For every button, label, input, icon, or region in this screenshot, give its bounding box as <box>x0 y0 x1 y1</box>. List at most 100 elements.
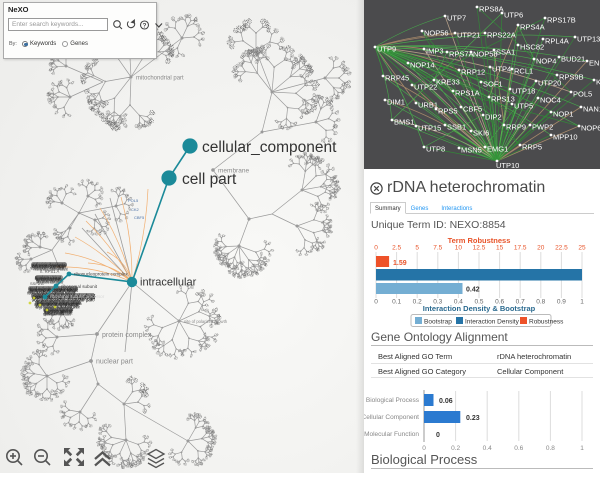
svg-text:90S preribosome nucleolar part: 90S preribosome nucleolar part <box>32 297 95 302</box>
svg-text:mitochondrial ribosomal subuni: mitochondrial ribosomal subunit <box>34 266 68 271</box>
svg-text:UTP10: UTP10 <box>496 161 519 169</box>
svg-text:0.3: 0.3 <box>433 299 442 306</box>
svg-text:0: 0 <box>422 445 426 452</box>
svg-text:RPS13: RPS13 <box>491 95 515 104</box>
svg-text:17.5: 17.5 <box>514 245 527 252</box>
svg-text:ribonucleoprotein complex subu: ribonucleoprotein complex subunit <box>27 290 76 295</box>
svg-text:0.4: 0.4 <box>483 445 492 452</box>
svg-text:RRP9: RRP9 <box>506 123 526 132</box>
svg-text:ribonucleoprotein complex subu: ribonucleoprotein complex subunit <box>36 278 62 283</box>
svg-text:cell part: cell part <box>182 171 237 188</box>
svg-text:1: 1 <box>580 445 584 452</box>
svg-text:NOP56: NOP56 <box>424 29 449 38</box>
svg-text:0.6: 0.6 <box>514 445 523 452</box>
svg-text:0.2: 0.2 <box>451 445 460 452</box>
svg-text:CK2: CK2 <box>131 207 140 212</box>
svg-text:UTP15: UTP15 <box>418 124 441 133</box>
svg-text:RPS1A: RPS1A <box>455 89 480 98</box>
svg-text:NOC4: NOC4 <box>540 96 561 105</box>
svg-text:intracellular: intracellular <box>140 277 197 289</box>
svg-text:0.8: 0.8 <box>546 445 555 452</box>
svg-text:URB1: URB1 <box>418 101 438 110</box>
svg-text:RPS7A: RPS7A <box>449 50 474 59</box>
svg-text:EMG1: EMG1 <box>487 145 508 154</box>
svg-text:RPS4A: RPS4A <box>520 23 545 32</box>
svg-text:10: 10 <box>455 245 463 252</box>
svg-text:CBF5: CBF5 <box>463 105 482 114</box>
svg-text:protein complex: protein complex <box>102 332 152 339</box>
svg-text:ribonucleoprotein complex subu: ribonucleoprotein complex subunit <box>43 311 71 316</box>
svg-text:UTP4: UTP4 <box>492 65 511 74</box>
svg-text:Interaction Density: Interaction Density <box>465 319 520 326</box>
svg-text:UTP22: UTP22 <box>414 83 437 92</box>
svg-text:0.7: 0.7 <box>516 299 525 306</box>
svg-text:ribonucleoprotein complex subu: ribonucleoprotein complex subunit <box>44 310 72 315</box>
svg-text:small nucleolar ribonucleoprot: small nucleolar ribonucleoprotein <box>32 263 66 268</box>
svg-text:90S preribosome nucleolar part: 90S preribosome nucleolar part <box>35 275 61 280</box>
svg-text:Cellular Component: Cellular Component <box>364 414 419 421</box>
svg-text:RRP12: RRP12 <box>461 68 485 77</box>
svg-text:NOP58: NOP58 <box>473 50 498 59</box>
svg-text:small nucleolar ribonucleoprot: small nucleolar ribonucleoprotein <box>35 276 61 281</box>
svg-text:POL5: POL5 <box>573 90 592 99</box>
svg-text:preribosome large subunit prec: preribosome large subunit precursor <box>32 294 95 299</box>
svg-text:site of polarized growth: site of polarized growth <box>184 319 228 324</box>
svg-text:0.1: 0.1 <box>392 299 401 306</box>
svg-text:large ribosomal subunit precur: large ribosomal subunit precursor <box>45 307 73 312</box>
svg-text:POL5: POL5 <box>128 198 139 203</box>
svg-text:UTP13: UTP13 <box>577 35 600 44</box>
svg-text:?: ? <box>143 23 147 30</box>
svg-text:UTP5: UTP5 <box>514 102 533 111</box>
svg-text:SSF2 A: SSF2 A <box>30 281 44 286</box>
svg-text:BMS1: BMS1 <box>394 118 414 127</box>
svg-text:large ribosomal subunit precur: large ribosomal subunit precursor <box>34 295 97 300</box>
svg-text:RPS22A: RPS22A <box>487 31 516 40</box>
svg-text:RPL4A: RPL4A <box>545 37 569 46</box>
svg-text:5: 5 <box>415 245 419 252</box>
svg-text:ribonucleoprotein complex subu: ribonucleoprotein complex subunit <box>30 265 64 270</box>
svg-text:membrane: membrane <box>218 168 249 175</box>
svg-text:RPS17B: RPS17B <box>547 16 576 25</box>
svg-text:ribosomal subunit precursor: ribosomal subunit precursor <box>50 294 105 299</box>
svg-text:NOP1: NOP1 <box>553 110 573 119</box>
svg-text:mitochondrial ribosomal subuni: mitochondrial ribosomal subunit <box>34 302 79 307</box>
svg-text:0.6: 0.6 <box>495 299 504 306</box>
svg-text:SSB1: SSB1 <box>447 123 466 132</box>
svg-text:0.23: 0.23 <box>466 415 480 422</box>
svg-text:SOF1: SOF1 <box>483 80 503 89</box>
svg-text:NAN1: NAN1 <box>583 105 600 114</box>
svg-text:NOP14: NOP14 <box>410 61 435 70</box>
svg-text:22.5: 22.5 <box>555 245 568 252</box>
svg-text:ribonucleoprotein complex subu: ribonucleoprotein complex subunit <box>32 264 66 269</box>
svg-text:0.4: 0.4 <box>454 299 463 306</box>
svg-text:RRP5: RRP5 <box>522 143 542 152</box>
svg-text:large ribosomal subunit precur: large ribosomal subunit precursor <box>37 279 63 284</box>
svg-text:UTP9: UTP9 <box>377 45 396 54</box>
svg-text:Biological Process: Biological Process <box>366 397 420 404</box>
svg-text:12.5: 12.5 <box>473 245 486 252</box>
svg-text:0.42: 0.42 <box>466 287 480 294</box>
svg-text:ribosomal subunit: ribosomal subunit <box>61 284 98 289</box>
svg-text:NOP4: NOP4 <box>536 57 556 66</box>
svg-text:RPS9B: RPS9B <box>559 73 584 82</box>
svg-text:n. RPS1 A: n. RPS1 A <box>40 269 60 274</box>
svg-text:UTP6: UTP6 <box>504 11 523 20</box>
svg-text:15: 15 <box>496 245 504 252</box>
svg-text:Interaction Density & Bootstra: Interaction Density & Bootstrap <box>423 304 536 313</box>
svg-text:large ribosomal subunit precur: large ribosomal subunit precursor <box>36 277 62 282</box>
svg-text:RPS5: RPS5 <box>438 107 458 116</box>
svg-text:HSC82: HSC82 <box>520 43 544 52</box>
svg-text:Term Robustness: Term Robustness <box>448 236 511 245</box>
svg-text:MSN5: MSN5 <box>461 146 482 155</box>
svg-text:Bootstrap: Bootstrap <box>424 319 452 326</box>
svg-text:0: 0 <box>374 245 378 252</box>
svg-text:RRP45: RRP45 <box>385 74 409 83</box>
svg-text:90S preribosome nucleolar part: 90S preribosome nucleolar part <box>33 296 96 301</box>
svg-text:UTP20: UTP20 <box>538 79 561 88</box>
svg-text:MPP10: MPP10 <box>553 133 578 142</box>
svg-text:UTP7: UTP7 <box>447 14 466 23</box>
svg-text:mitochondrial ribosomal subuni: mitochondrial ribosomal subunit <box>30 288 79 293</box>
svg-text:UTP18: UTP18 <box>512 87 535 96</box>
svg-text:2.5: 2.5 <box>392 245 401 252</box>
svg-text:small nucleolar ribonucleoprot: small nucleolar ribonucleoprotein <box>32 262 66 267</box>
